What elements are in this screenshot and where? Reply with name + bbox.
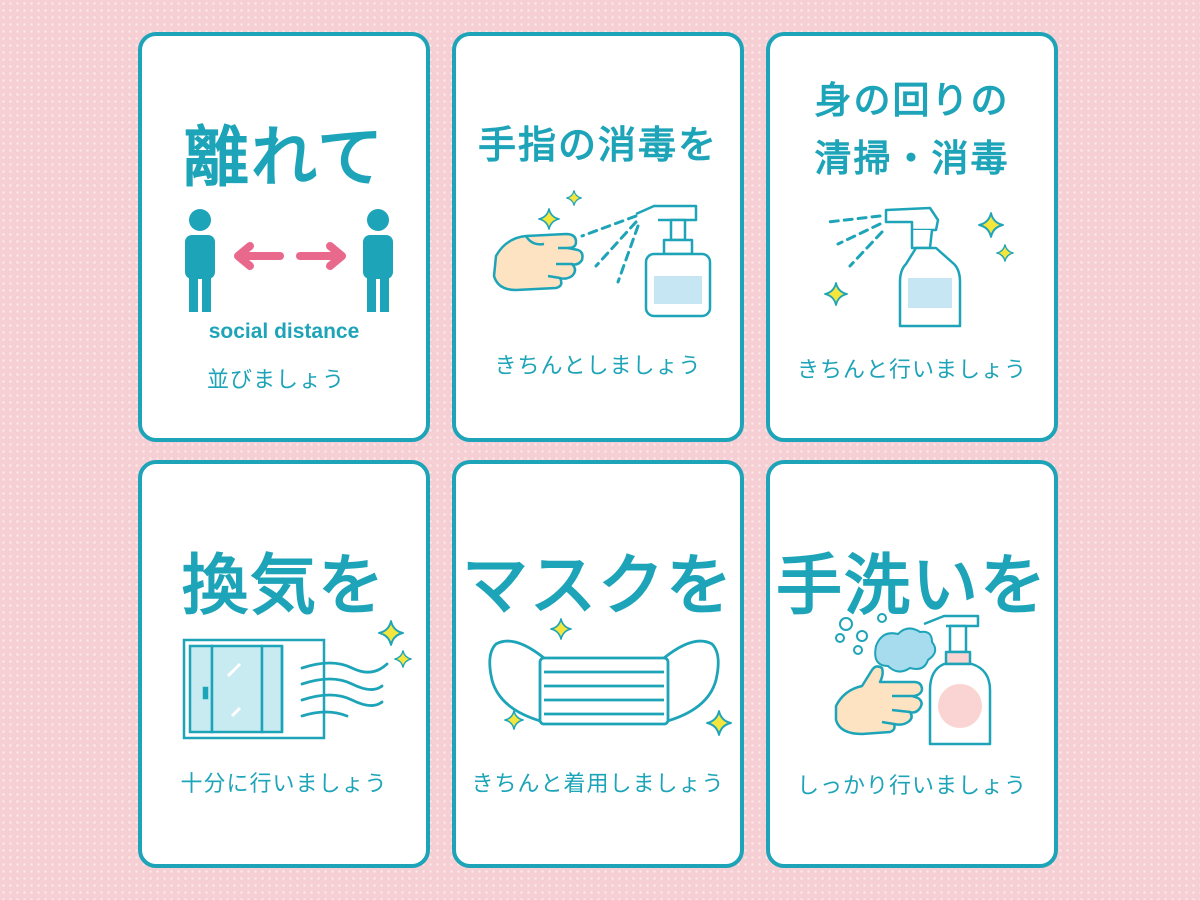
- mask-illustration: [488, 618, 732, 736]
- hand-icon: [834, 665, 924, 736]
- handwash-illustration: [834, 613, 992, 746]
- spray-lines: [580, 214, 640, 284]
- card-title: 換気を: [182, 547, 386, 624]
- person-icon: [185, 209, 215, 312]
- ventilation-illustration: [182, 620, 412, 740]
- card-title: マスクを: [462, 547, 734, 624]
- card-title: 手洗いを: [776, 547, 1048, 624]
- sparkle-icon: [550, 618, 572, 640]
- sparkle-icon: [394, 650, 412, 668]
- card-subtitle: しっかり行いましょう: [796, 774, 1027, 799]
- mask-icon: [488, 639, 720, 726]
- card-cleaning: 身の回りの 清掃・消毒 きちんと行いましょう: [766, 32, 1058, 442]
- card-title-line1: 身の回りの: [814, 79, 1010, 122]
- double-arrow-icon: [234, 242, 346, 270]
- card-handwash: 手洗いを しっかり行いましょう: [766, 460, 1058, 868]
- hand-icon: [492, 232, 584, 292]
- window-icon: [182, 638, 326, 740]
- card-social-distance: 離れて social distance 並びましょう: [138, 32, 430, 442]
- spray-bottle-icon: [884, 206, 962, 328]
- sparkle-icon: [824, 282, 848, 306]
- card-hand-sanitize: 手指の消毒を きちんとしましょう: [452, 32, 744, 442]
- sparkle-icon: [996, 244, 1014, 262]
- card-subtitle: きちんと着用しましょう: [471, 772, 725, 797]
- pump-bottle-icon: [635, 204, 712, 318]
- sparkle-icon: [978, 212, 1004, 238]
- sparkle-icon: [538, 208, 560, 230]
- social-distance-illustration: [185, 209, 393, 312]
- card-title: 離れて: [182, 119, 386, 196]
- english-caption: social distance: [208, 320, 360, 343]
- card-title: 手指の消毒を: [477, 123, 718, 167]
- sparkle-icon: [706, 710, 732, 736]
- soap-bubbles-icon: [835, 613, 937, 673]
- spray-illustration: [824, 206, 1014, 328]
- card-title-line2: 清掃・消毒: [814, 137, 1010, 180]
- card-subtitle: 十分に行いましょう: [180, 772, 388, 797]
- card-ventilation: 換気を 十分に行いましょう: [138, 460, 430, 868]
- card-subtitle: きちんと行いましょう: [796, 358, 1027, 383]
- soap-bottle-icon: [923, 614, 992, 746]
- card-subtitle: 並びましょう: [206, 368, 345, 393]
- person-icon: [363, 209, 393, 312]
- card-mask: マスクを きちんと着用しましょう: [452, 460, 744, 868]
- sparkle-icon: [378, 620, 404, 646]
- card-subtitle: きちんとしましょう: [494, 354, 702, 379]
- sanitize-illustration: [492, 190, 712, 318]
- spray-lines: [826, 214, 884, 268]
- wind-icon: [300, 661, 389, 718]
- sparkle-icon: [566, 190, 582, 206]
